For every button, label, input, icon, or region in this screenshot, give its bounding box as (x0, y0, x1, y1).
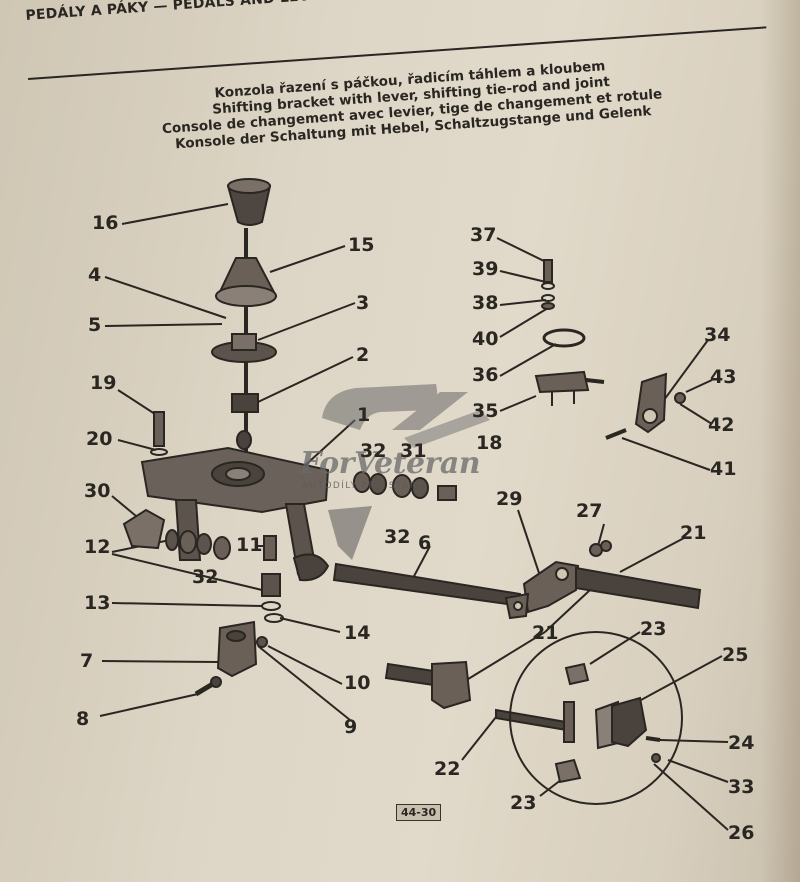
label-26: 26 (728, 822, 755, 844)
label-23b: 23 (510, 792, 537, 814)
label-21a: 21 (680, 522, 707, 544)
label-2: 2 (356, 344, 370, 366)
label-34: 34 (704, 324, 731, 346)
nut-10 (256, 636, 268, 648)
label-24: 24 (728, 732, 755, 754)
label-41: 41 (710, 458, 737, 480)
label-32a: 32 (192, 566, 219, 588)
label-5: 5 (88, 314, 102, 336)
selector-rod (384, 660, 575, 743)
label-30: 30 (84, 480, 111, 502)
label-8: 8 (76, 708, 90, 730)
spring-12 (261, 573, 281, 597)
label-22: 22 (434, 758, 461, 780)
label-9: 9 (344, 716, 358, 738)
page-edge-shadow (760, 0, 800, 882)
label-32c: 32 (384, 526, 411, 548)
label-39: 39 (472, 258, 499, 280)
label-14: 14 (344, 622, 371, 644)
lever-plate (211, 333, 277, 363)
label-11: 11 (236, 534, 263, 556)
top-right-parts (534, 259, 686, 440)
lever-ball (236, 430, 252, 450)
label-16: 16 (92, 212, 119, 234)
label-19: 19 (90, 372, 117, 394)
label-37: 37 (470, 224, 497, 246)
label-3: 3 (356, 292, 370, 314)
label-35: 35 (472, 400, 499, 422)
bolt-19 (153, 411, 165, 447)
label-10: 10 (344, 672, 371, 694)
joint-7 (216, 620, 258, 678)
washer-20 (150, 448, 168, 456)
detail-parts (554, 662, 661, 784)
pin-11 (263, 535, 277, 561)
lever-spring (231, 393, 259, 413)
label-13: 13 (84, 592, 111, 614)
label-38: 38 (472, 292, 499, 314)
label-21b: 21 (532, 622, 559, 644)
label-33: 33 (728, 776, 755, 798)
label-7: 7 (80, 650, 94, 672)
label-15: 15 (348, 234, 375, 256)
gear-knob (226, 178, 272, 226)
washer-13 (261, 601, 281, 611)
watermark-logo (322, 384, 490, 560)
label-36: 36 (472, 364, 499, 386)
label-32b: 32 (360, 440, 387, 462)
bushings-right (353, 471, 457, 501)
rubber-boot (215, 257, 278, 307)
label-23a: 23 (640, 618, 667, 640)
nut-27b (600, 540, 612, 552)
shifting-tie-rod (332, 560, 702, 620)
washer-14 (264, 613, 284, 623)
label-4: 4 (88, 264, 102, 286)
label-25: 25 (722, 644, 749, 666)
label-40: 40 (472, 328, 499, 350)
label-27: 27 (576, 500, 603, 522)
watermark-subtitle: AUTODÍLY PRO STARÝ (302, 481, 424, 491)
label-31: 31 (400, 440, 427, 462)
detail-circle (509, 631, 683, 805)
label-1: 1 (357, 404, 371, 426)
label-43: 43 (710, 366, 737, 388)
bolt-8 (194, 676, 222, 697)
label-42: 42 (708, 414, 735, 436)
label-29: 29 (496, 488, 523, 510)
bushings-left (122, 508, 231, 560)
page-number: 44-30 (396, 804, 442, 821)
label-18: 18 (476, 432, 503, 454)
label-12: 12 (84, 536, 111, 558)
watermark-brand: ForVeteran (300, 446, 481, 481)
label-6: 6 (418, 532, 432, 554)
label-20: 20 (86, 428, 113, 450)
